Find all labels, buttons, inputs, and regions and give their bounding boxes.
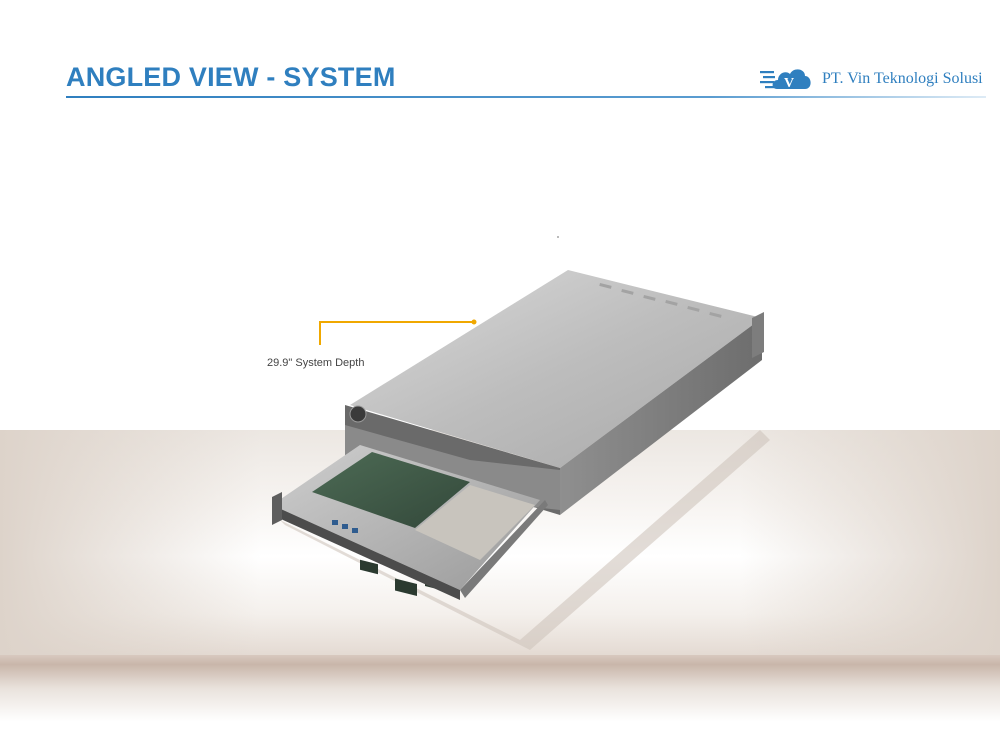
lower-node-board <box>312 452 470 528</box>
tray-rail <box>460 500 548 598</box>
depth-callout-dot <box>471 319 477 325</box>
background-shade-left <box>0 430 260 660</box>
rack-ear-front <box>272 492 282 525</box>
psu-fan-icon <box>349 405 367 423</box>
title-underline <box>66 96 986 98</box>
page-title: ANGLED VIEW - SYSTEM <box>66 62 396 92</box>
depth-callout-label: 29.9" System Depth <box>267 357 365 369</box>
front-io-panel <box>272 505 460 600</box>
brand-name: PT. Vin Teknologi Solusi <box>822 70 983 87</box>
upper-node-tray <box>345 425 560 510</box>
logo-letter: V <box>784 76 794 91</box>
chassis-top-cover <box>350 270 762 468</box>
background-floor <box>0 655 1000 750</box>
speck <box>557 236 559 238</box>
io-ports <box>332 520 358 533</box>
brand-logo: V PT. Vin Teknologi Solusi <box>760 62 990 98</box>
chassis-side <box>560 318 762 515</box>
cloud-logo-icon: V <box>760 69 811 91</box>
background-shade-right <box>740 430 1000 660</box>
depth-callout-line <box>319 321 474 345</box>
drive-bay <box>415 485 535 560</box>
top-vents <box>599 283 722 318</box>
rack-ear-rear <box>752 312 764 358</box>
